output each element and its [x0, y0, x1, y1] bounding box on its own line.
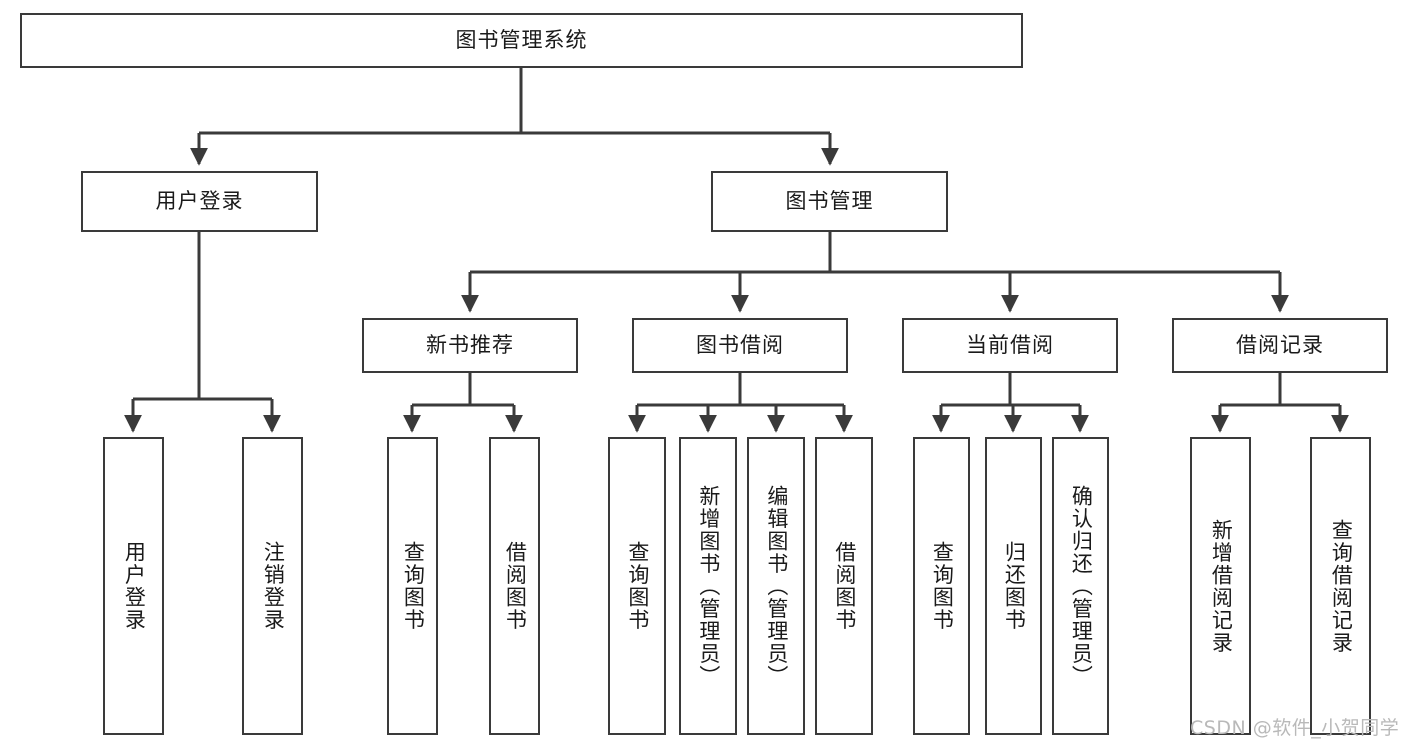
node-book-management[interactable]: 图书管理 — [711, 171, 948, 232]
node-book-borrow[interactable]: 图书借阅 — [632, 318, 848, 373]
node-leaf-add-book-admin-label: 新增图书（管理员） — [696, 484, 721, 688]
node-user-login-label: 用户登录 — [155, 188, 244, 213]
node-leaf-borrow-book-recommend[interactable]: 借阅图书 — [489, 437, 540, 735]
node-leaf-return-book[interactable]: 归还图书 — [985, 437, 1042, 735]
node-leaf-query-book-borrow[interactable]: 查询图书 — [608, 437, 666, 735]
node-current-borrow-label: 当前借阅 — [966, 332, 1054, 357]
node-leaf-query-book-borrow-label: 查询图书 — [625, 541, 650, 631]
node-current-borrow[interactable]: 当前借阅 — [902, 318, 1118, 373]
node-leaf-logout-label: 注销登录 — [261, 541, 286, 631]
node-leaf-edit-book-admin[interactable]: 编辑图书（管理员） — [747, 437, 805, 735]
node-book-borrow-label: 图书借阅 — [696, 332, 784, 357]
node-leaf-edit-book-admin-label: 编辑图书（管理员） — [764, 484, 789, 688]
node-leaf-return-book-label: 归还图书 — [1002, 541, 1027, 631]
node-user-login[interactable]: 用户登录 — [81, 171, 318, 232]
node-borrow-record-label: 借阅记录 — [1236, 332, 1324, 357]
node-borrow-record[interactable]: 借阅记录 — [1172, 318, 1388, 373]
node-leaf-lend-book-label: 借阅图书 — [832, 541, 857, 631]
node-leaf-user-login-label: 用户登录 — [122, 541, 147, 631]
node-leaf-user-login[interactable]: 用户登录 — [103, 437, 164, 735]
node-leaf-query-book-recommend[interactable]: 查询图书 — [387, 437, 438, 735]
node-root-label: 图书管理系统 — [455, 27, 588, 52]
node-leaf-confirm-return-admin[interactable]: 确认归还（管理员） — [1052, 437, 1109, 735]
node-leaf-add-borrow-record[interactable]: 新增借阅记录 — [1190, 437, 1251, 735]
node-book-management-label: 图书管理 — [785, 188, 874, 213]
node-leaf-add-book-admin[interactable]: 新增图书（管理员） — [679, 437, 737, 735]
node-leaf-query-borrow-record-label: 查询借阅记录 — [1329, 518, 1354, 654]
node-leaf-query-borrow-record[interactable]: 查询借阅记录 — [1310, 437, 1371, 735]
node-leaf-logout[interactable]: 注销登录 — [242, 437, 303, 735]
node-leaf-add-borrow-record-label: 新增借阅记录 — [1209, 518, 1234, 654]
node-leaf-query-book-current[interactable]: 查询图书 — [913, 437, 970, 735]
node-new-book-recommend-label: 新书推荐 — [426, 332, 514, 357]
node-root[interactable]: 图书管理系统 — [20, 13, 1023, 68]
node-leaf-lend-book[interactable]: 借阅图书 — [815, 437, 873, 735]
node-new-book-recommend[interactable]: 新书推荐 — [362, 318, 578, 373]
watermark-text: CSDN @软件_小贺同学 — [1190, 717, 1400, 739]
node-leaf-query-book-current-label: 查询图书 — [930, 541, 955, 631]
node-leaf-confirm-return-admin-label: 确认归还（管理员） — [1069, 484, 1094, 688]
node-leaf-query-book-recommend-label: 查询图书 — [401, 541, 426, 631]
node-leaf-borrow-book-recommend-label: 借阅图书 — [503, 541, 528, 631]
